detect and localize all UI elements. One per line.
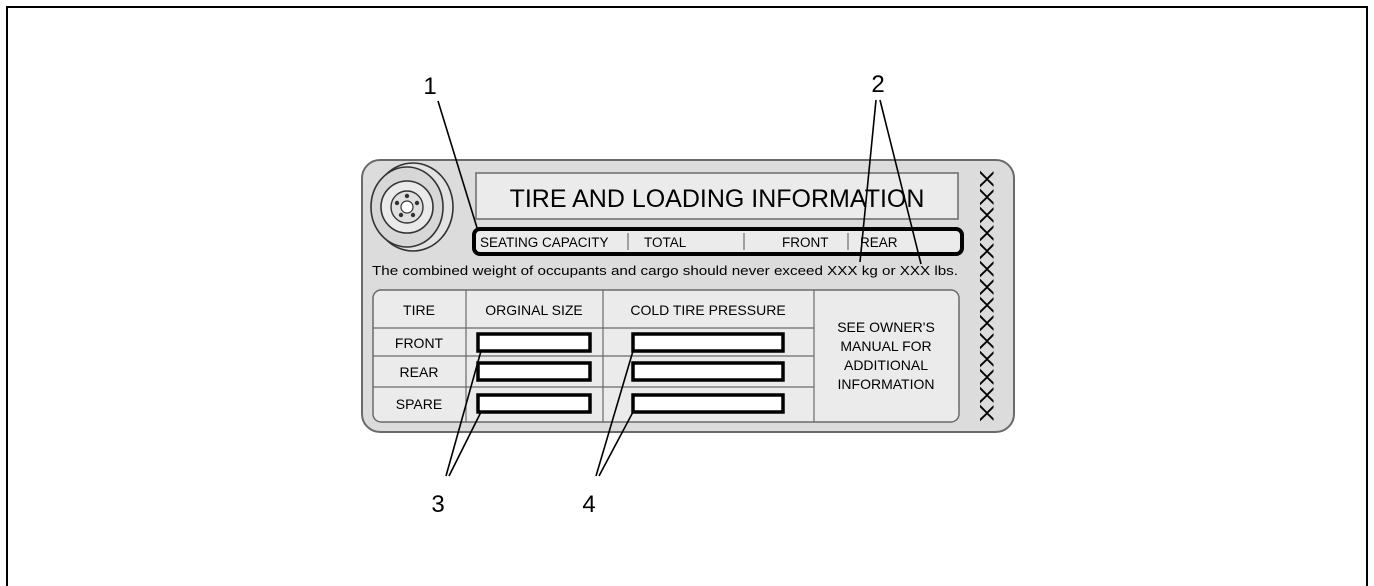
row-spare-label: SPARE — [396, 396, 442, 412]
pressure-box-rear — [631, 361, 785, 382]
pressure-box-front — [631, 332, 785, 353]
notice-line-1: SEE OWNER'S — [837, 319, 935, 335]
header-original-size: ORGINAL SIZE — [485, 302, 583, 318]
callout-1: 1 — [423, 73, 436, 100]
header-tire: TIRE — [403, 302, 435, 318]
row-front-label: FRONT — [395, 335, 444, 351]
callout-4: 4 — [582, 491, 595, 518]
capacity-seating-label: SEATING CAPACITY — [480, 235, 609, 250]
callout-3: 3 — [431, 491, 444, 518]
leader-3a — [445, 350, 482, 477]
leader-2a — [859, 99, 877, 263]
leader-4a — [595, 350, 634, 477]
pressure-box-spare — [631, 393, 785, 414]
leader-3b — [448, 411, 482, 477]
notice-line-4: INFORMATION — [838, 376, 935, 392]
leader-4b — [598, 411, 634, 477]
header-cold-pressure: COLD TIRE PRESSURE — [630, 302, 785, 318]
row-rear-label: REAR — [400, 364, 439, 380]
weight-statement: The combined weight of occupants and car… — [372, 263, 958, 278]
figure-frame — [6, 6, 1368, 586]
title-box — [475, 172, 959, 220]
tire-icon — [370, 162, 454, 252]
notice-line-3: ADDITIONAL — [844, 357, 928, 373]
leader-2b — [879, 99, 922, 265]
capacity-front-label: FRONT — [782, 235, 829, 250]
label-title: TIRE AND LOADING INFORMATION — [510, 185, 925, 213]
side-code: XXXXXXXXXXXXXX — [975, 170, 996, 422]
size-box-front — [476, 332, 592, 353]
notice-line-2: MANUAL FOR — [840, 338, 931, 354]
size-box-rear — [476, 361, 592, 382]
capacity-row — [472, 227, 964, 256]
leader-1 — [437, 100, 479, 232]
leader-lines — [437, 99, 922, 477]
capacity-total-label: TOTAL — [644, 235, 687, 250]
capacity-rear-label: REAR — [860, 235, 898, 250]
callout-2: 2 — [871, 71, 884, 98]
size-box-spare — [476, 393, 592, 414]
